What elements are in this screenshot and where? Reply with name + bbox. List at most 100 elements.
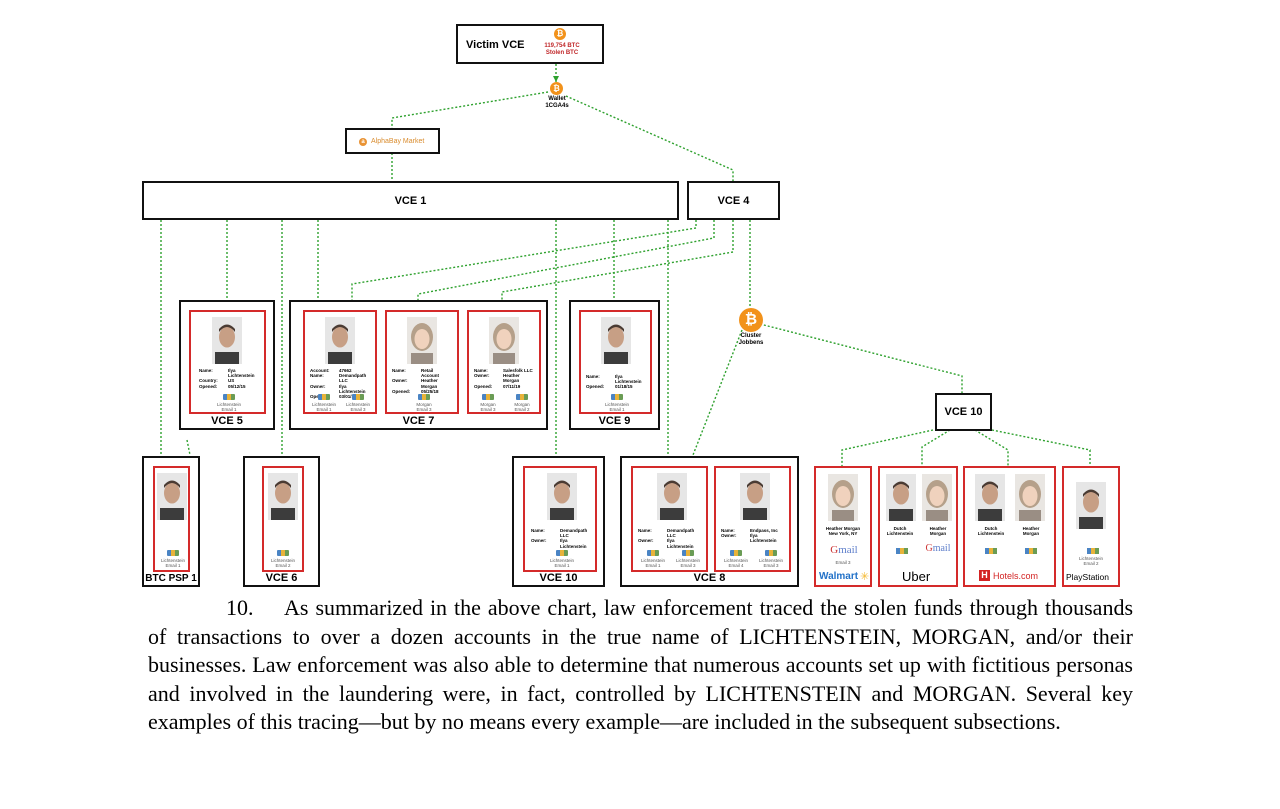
- email-id: Email 3: [480, 407, 496, 412]
- email-icon: [730, 550, 742, 556]
- field-value: Ilya Lichtenstein: [560, 538, 587, 549]
- hotels-account-card: Dutch Lichtenstein Heather Morgan H Hote…: [963, 466, 1056, 587]
- account-card: Name:Salesfolk LLC Owner:Heather Morgan …: [467, 310, 541, 414]
- connector: [565, 95, 734, 181]
- field-value: Ilya Lichtenstein: [228, 368, 255, 379]
- connector: [759, 323, 963, 394]
- field-value: Demandpath LLC: [339, 373, 367, 384]
- account-fields: Name:Salesfolk LLC Owner:Heather Morgan …: [474, 368, 533, 389]
- email-owner: Lichtenstein: [640, 558, 666, 563]
- account-card: Name:Ilya Lichtenstein Country:US Opened…: [189, 310, 266, 414]
- email-owner: Lichtenstein: [549, 558, 575, 563]
- man-photo: [157, 473, 187, 520]
- account-card: Name:Retail Account Owner:Heather Morgan…: [385, 310, 459, 414]
- email-owner: Lichtenstein: [345, 402, 371, 407]
- field-key: Owner:: [531, 538, 547, 544]
- uber-logo: Uber: [902, 569, 931, 584]
- bitcoin-icon: ₿: [554, 28, 566, 40]
- account-card: Name:Demandpath LLC Owner:Ilya Lichtenst…: [523, 466, 597, 572]
- field-key: Owner:: [310, 383, 326, 389]
- cluster-label: Cluster Jobbens: [730, 333, 772, 347]
- woman-photo: [489, 317, 519, 364]
- vce5-label: VCE 5: [211, 415, 243, 427]
- connector: [921, 429, 951, 466]
- field-value: 07/11/19: [503, 383, 521, 389]
- email-icon: [1087, 548, 1099, 554]
- email-icon: [352, 394, 364, 400]
- account-card: Account:47662 Name:Demandpath LLC Owner:…: [303, 310, 377, 414]
- field-value: Ilya Lichtenstein: [339, 383, 366, 394]
- email-owner: Lichtenstein: [1078, 556, 1104, 561]
- owner-surname: Lichtenstein: [886, 531, 914, 536]
- account-owner: Heather Morgan: [918, 526, 958, 536]
- field-value: Demandpath LLC: [667, 528, 695, 539]
- email-id: Email 3: [416, 407, 432, 412]
- email-id: Email 2: [275, 563, 291, 568]
- field-value: Heather Morgan: [421, 378, 438, 389]
- victim-vce-box: Victim VCE ₿ 119,754 BTC Stolen BTC: [456, 24, 604, 64]
- account-owner: Dutch Lichtenstein: [880, 526, 920, 536]
- email-icon: [611, 394, 623, 400]
- field-key: Owner:: [721, 533, 737, 539]
- paragraph-text: As summarized in the above chart, law en…: [148, 595, 1133, 734]
- account-fields: Name:Retail Account Owner:Heather Morgan…: [392, 368, 451, 394]
- body-paragraph: 10.As summarized in the above chart, law…: [148, 594, 1133, 737]
- man-photo: [325, 317, 355, 364]
- email-id: Email 1: [645, 563, 661, 568]
- man-photo: [547, 473, 577, 520]
- hotels-logo: Hotels.com: [993, 571, 1039, 581]
- alphabay-label: AlphaBay Market: [371, 138, 425, 145]
- email-id: Email 4: [728, 563, 744, 568]
- vce8-label: VCE 8: [693, 572, 726, 584]
- wallet-label: Wallet 1CGA4s: [536, 96, 578, 110]
- gmail-logo: Gmail: [925, 543, 951, 554]
- paragraph-number: 10.: [226, 595, 254, 620]
- connector: [974, 429, 1009, 466]
- account-owner: Dutch Lichtenstein: [969, 526, 1013, 536]
- connector: [391, 91, 549, 128]
- owner-name: Heather Morgan: [825, 526, 861, 531]
- playstation-logo: PlayStation: [1066, 572, 1109, 582]
- wallet-line1: Wallet: [548, 96, 566, 102]
- connector: [991, 429, 1091, 466]
- account-card: Name:Ilya Lichtenstein Opened:01/18/15 L…: [579, 310, 652, 414]
- vce8-group: Name:Demandpath LLC Owner:Ilya Lichtenst…: [620, 456, 799, 587]
- field-value: 47662: [339, 368, 352, 373]
- cluster-line1: Cluster: [740, 333, 762, 339]
- field-key: Opened:: [392, 388, 411, 394]
- owner-location: New York, NY: [828, 531, 858, 536]
- btcpsp1-label: BTC PSP 1: [145, 573, 197, 584]
- field-value: US: [228, 378, 235, 384]
- woman-photo: [922, 474, 952, 521]
- stolen-btc-amount: 119,754 BTC: [544, 43, 580, 49]
- field-key: Owner:: [392, 378, 408, 384]
- wallet-line2: 1CGA4s: [545, 103, 569, 109]
- email-icon: [556, 550, 568, 556]
- vce1-box: VCE 1: [142, 181, 679, 220]
- field-key: Name:: [310, 373, 324, 379]
- account-card: Name:Demandpath LLC Owner:Ilya Lichtenst…: [631, 466, 708, 572]
- vce4-box: VCE 4: [687, 181, 780, 220]
- email-owner: Lichtenstein: [270, 558, 296, 563]
- connector: [692, 329, 743, 468]
- email-caption: Lichtenstein Email 2: [1064, 556, 1118, 566]
- email-id: Email 1: [221, 407, 237, 412]
- email-owner: Lichtenstein: [675, 558, 701, 563]
- email-owner: Morgan: [514, 402, 530, 407]
- field-key: Opened:: [586, 384, 605, 390]
- email-owner: Lichtenstein: [758, 558, 784, 563]
- cluster-bitcoin-icon: ₿: [739, 308, 763, 332]
- email-owner: Lichtenstein: [216, 402, 242, 407]
- playstation-account-card: Lichtenstein Email 2 PlayStation: [1062, 466, 1120, 587]
- field-value: Endpass, Inc: [750, 528, 778, 533]
